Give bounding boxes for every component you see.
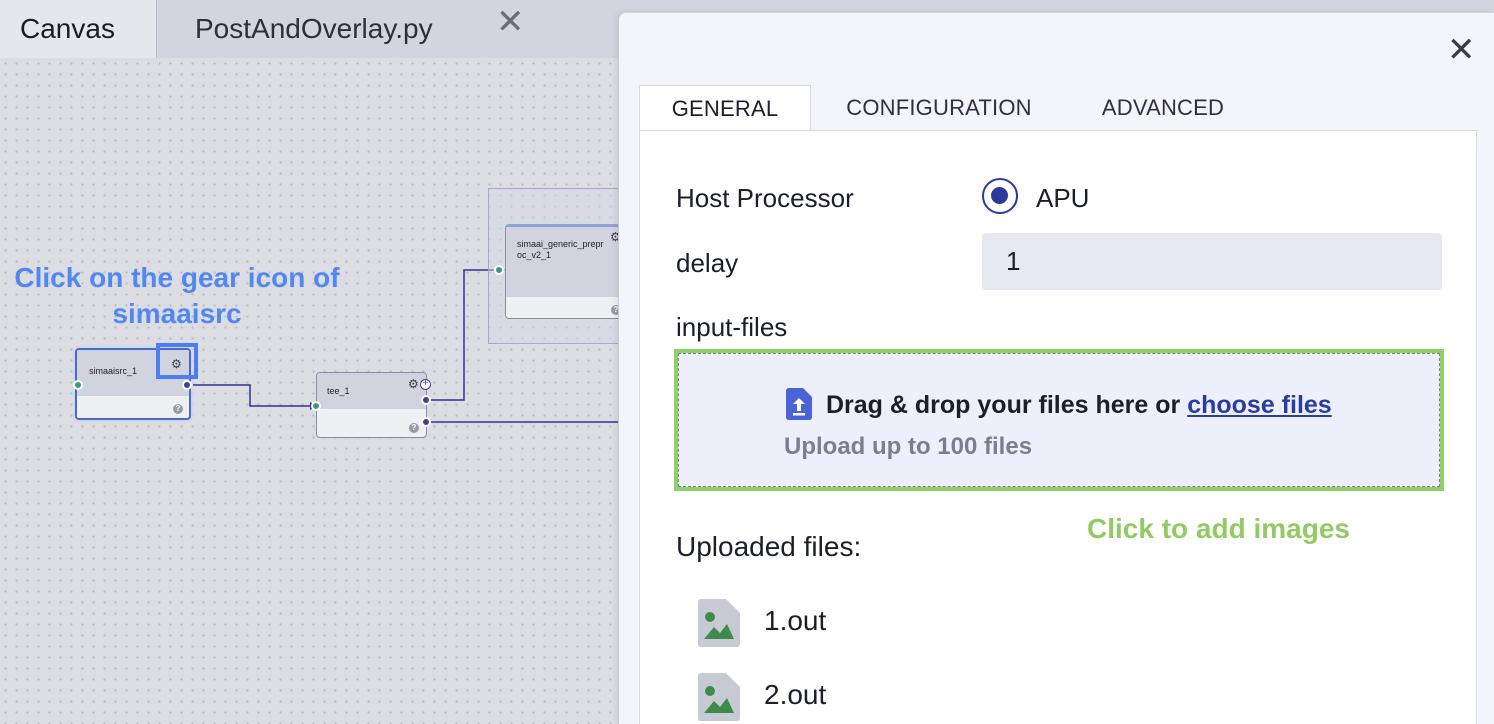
delay-input[interactable] (982, 233, 1442, 290)
node-title: simaaisrc_1 (89, 366, 138, 376)
question-icon[interactable]: ? (173, 404, 183, 414)
input-port[interactable] (73, 380, 83, 390)
node-header (77, 350, 189, 396)
dropzone-instruction: Drag & drop your files here or (826, 391, 1181, 419)
apu-radio[interactable] (982, 178, 1018, 214)
tab-configuration[interactable]: CONFIGURATION (846, 95, 1032, 120)
image-file-icon (698, 673, 740, 721)
add-images-annotation: Click to add images (1087, 513, 1350, 544)
host-processor-label: Host Processor (676, 183, 854, 213)
general-tab-content: Host Processor APU delay input-files Dra… (639, 130, 1477, 724)
plus-circle-icon[interactable]: + (420, 379, 431, 390)
properties-panel: ✕ GENERAL CONFIGURATION ADVANCED Host Pr… (618, 12, 1494, 724)
file-dropzone[interactable]: Drag & drop your files here or choose fi… (674, 349, 1444, 491)
output-port[interactable] (421, 417, 431, 427)
tab-postandoverlay[interactable]: PostAndOverlay.py (156, 0, 626, 58)
gear-icon[interactable]: ⚙ (171, 357, 182, 371)
dropzone-dashed-border (678, 353, 1440, 487)
node-tee[interactable]: tee_1 ⚙ ? (316, 372, 427, 438)
panel-tabs: GENERAL CONFIGURATION ADVANCED (639, 85, 1477, 131)
dropzone-text: Drag & drop your files here or choose fi… (826, 391, 1332, 420)
gear-annotation: Click on the gear icon of simaaisrc (14, 262, 340, 329)
question-icon[interactable]: ? (409, 423, 419, 433)
input-port[interactable] (494, 265, 504, 275)
node-header (506, 227, 624, 297)
tab-general[interactable]: GENERAL (639, 85, 811, 131)
node-simaai-generic-preproc[interactable]: simaai_generic_prepr oc_v2_1 ⚙ ? (505, 224, 625, 319)
input-port[interactable] (311, 401, 321, 411)
apu-radio-label: APU (1036, 183, 1090, 213)
close-tab-icon[interactable]: ✕ (496, 3, 525, 41)
delay-label: delay (676, 248, 739, 278)
tab-canvas-label: Canvas (20, 13, 115, 44)
tab-canvas[interactable]: Canvas (0, 0, 156, 58)
uploaded-files-title: Uploaded files: (676, 531, 862, 562)
file-name: 1.out (764, 605, 827, 636)
radio-selected-dot (991, 187, 1008, 204)
node-header (317, 373, 426, 409)
dropzone-limit-text: Upload up to 100 files (784, 433, 1033, 460)
tab-file-label: PostAndOverlay.py (195, 13, 433, 44)
file-name: 2.out (764, 679, 827, 710)
close-icon[interactable]: ✕ (1447, 31, 1476, 69)
image-file-icon (698, 599, 740, 647)
output-port[interactable] (182, 380, 192, 390)
input-files-label: input-files (676, 312, 788, 342)
upload-file-icon (786, 388, 812, 420)
tab-advanced[interactable]: ADVANCED (1101, 95, 1225, 120)
gear-icon[interactable]: ⚙ (408, 377, 419, 391)
node-title: tee_1 (327, 386, 350, 396)
output-port[interactable] (421, 395, 431, 405)
gear-highlight-box (156, 343, 198, 379)
choose-files-link[interactable]: choose files (1187, 391, 1332, 419)
gear-icon[interactable]: ⚙ (610, 230, 621, 244)
node-title: simaai_generic_prepr oc_v2_1 (517, 239, 604, 260)
question-icon[interactable]: ? (611, 305, 621, 315)
node-simaaisrc[interactable]: simaaisrc_1 ⚙ ? (75, 348, 191, 420)
